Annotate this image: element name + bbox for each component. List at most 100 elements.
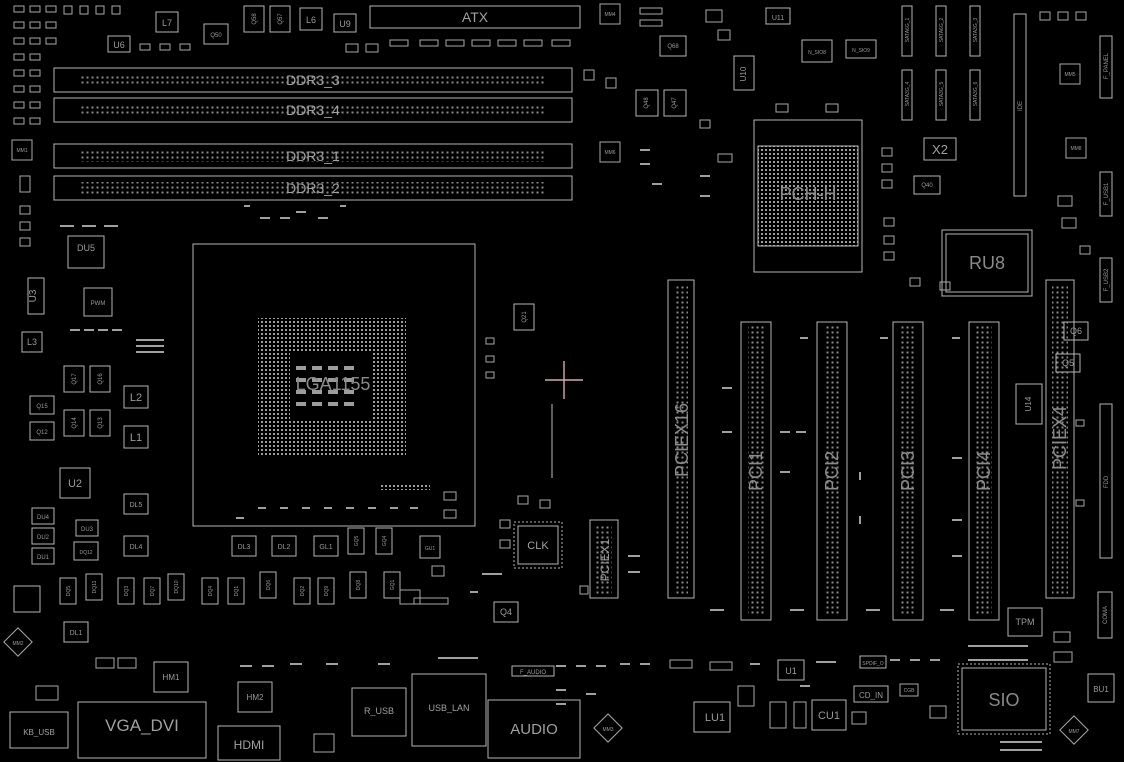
cd-in-header	[853, 685, 889, 703]
r-usb-label: R_USB	[364, 706, 394, 716]
spdif-label: SPDIF_O	[862, 661, 884, 667]
q58-label: Q58	[252, 13, 258, 25]
q16-label: Q16	[98, 373, 104, 385]
l7	[155, 11, 179, 33]
dq4	[201, 577, 219, 605]
cu1-label: CU1	[818, 710, 840, 722]
ru8-chip	[941, 229, 1033, 297]
n-sio9-label: N_SIO9	[852, 48, 870, 54]
port-hdmi	[217, 725, 281, 761]
dq2-label: DQ2	[300, 586, 306, 597]
dq8-label: DQ8	[356, 580, 362, 591]
n-sio9-chip	[845, 39, 877, 59]
l6	[299, 7, 323, 31]
ru8-label: RU8	[969, 253, 1005, 273]
gu1	[419, 535, 441, 559]
pci4-label: PCI4	[974, 451, 994, 491]
dl4	[123, 535, 149, 557]
port-audio	[487, 699, 581, 759]
port-vga-dvi	[77, 701, 207, 759]
sata5-label: SATA3G_5	[939, 82, 945, 107]
fdd-label: FDD	[1104, 475, 1110, 488]
dq9-label: DQ9	[324, 586, 330, 597]
l3	[21, 331, 43, 353]
l2	[123, 385, 149, 409]
atx-label: ATX	[462, 9, 489, 25]
slot-pci3	[892, 321, 924, 621]
q68-label: Q68	[667, 44, 679, 50]
ddr3-1-label: DDR3_1	[286, 148, 340, 164]
dimm-slot-ddr3-3	[53, 67, 573, 93]
dl1-label: DL1	[70, 630, 83, 637]
q12	[29, 421, 55, 441]
gq5-label: GQ5	[354, 536, 360, 547]
sata1-label: SATA6G_1	[905, 18, 911, 43]
du4-label: DU4	[37, 515, 50, 521]
port-kb-usb	[9, 711, 69, 749]
pci2-label: PCI2	[822, 451, 842, 491]
q40-label: Q40	[921, 183, 933, 189]
mm6-label: MM6	[604, 150, 615, 156]
u2-label: U2	[68, 478, 82, 490]
cpu-socket-label: LGA1155	[296, 374, 371, 394]
dq4-label: DQ4	[208, 586, 214, 597]
dq10	[167, 573, 185, 601]
tpm-label: TPM	[1016, 617, 1035, 627]
crosshair-marker	[545, 361, 583, 399]
q40	[913, 175, 941, 195]
dq9	[317, 577, 335, 605]
u9-chip	[333, 13, 357, 33]
slot-pci1	[740, 321, 772, 621]
q6	[1063, 321, 1089, 341]
clk-label: CLK	[527, 540, 549, 552]
du2-label: DU2	[37, 535, 50, 541]
slot-pciex1	[589, 519, 619, 599]
du1-label: DU1	[37, 555, 50, 561]
dq10-label: DQ10	[174, 580, 180, 593]
pwm-chip	[83, 287, 113, 317]
q48	[635, 89, 659, 117]
gq5	[347, 527, 365, 555]
spdif-header	[859, 655, 887, 669]
cu1-chip	[811, 699, 847, 731]
ide-connector	[1013, 13, 1027, 197]
q5-label: Q5	[1062, 358, 1074, 368]
dq11-label: DQ11	[92, 580, 98, 593]
dq8	[349, 571, 367, 599]
u1-chip	[777, 659, 805, 681]
hm1-chip	[153, 661, 189, 693]
dq5-label: DQ5	[66, 586, 72, 597]
ide-label: IDE	[1018, 101, 1024, 111]
pciex16-label: PCIEX16	[672, 403, 692, 477]
gq1	[383, 571, 401, 599]
q21-label: Q21	[522, 311, 528, 323]
ddr3-4-label: DDR3_4	[286, 102, 340, 118]
f-audio-header	[511, 665, 555, 677]
q50	[203, 23, 229, 45]
dq12-label: DQ12	[79, 550, 92, 556]
dl2-label: DL2	[278, 544, 291, 551]
q14	[63, 409, 85, 437]
mm8-label: MM8	[1070, 146, 1081, 152]
q21	[513, 303, 535, 331]
du3-label: DU3	[81, 527, 94, 533]
ddr3-3-label: DDR3_3	[286, 72, 340, 88]
du3	[75, 519, 99, 537]
du2	[31, 527, 55, 545]
q6-label: Q6	[1070, 326, 1082, 336]
vga-dvi-label: VGA_DVI	[105, 716, 179, 735]
sata6-label: SATA3G_6	[973, 82, 979, 107]
port-usb-lan	[411, 673, 487, 747]
com-label: COMA	[1103, 606, 1109, 624]
audio-label: AUDIO	[510, 721, 558, 738]
crystal-x2	[923, 137, 957, 161]
u6-chip	[107, 35, 131, 53]
pch-label: PCH-H	[780, 184, 837, 204]
u1-label: U1	[785, 666, 797, 676]
u11-chip	[765, 7, 791, 25]
f-usb2-label: F_USB2	[1104, 268, 1110, 291]
du4	[31, 507, 55, 525]
q47	[663, 89, 687, 117]
cd-in-label: CD_IN	[859, 691, 883, 700]
